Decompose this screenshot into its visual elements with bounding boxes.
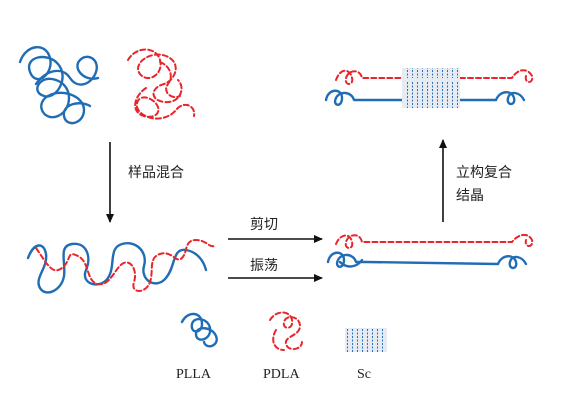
- shear-label: 剪切: [250, 217, 278, 233]
- stereocomplex-label-line1: 立构复合: [456, 164, 512, 181]
- sc-crystal: [402, 68, 460, 108]
- mixed-chains: [26, 239, 215, 294]
- crystallized-chains: [324, 69, 534, 106]
- legend-plla-icon: [180, 312, 218, 348]
- legend-pdla-icon: [269, 311, 303, 351]
- legend-pdla-label: PDLA: [263, 367, 300, 382]
- legend-sc-icon: [345, 328, 387, 352]
- plla-coil-initial: [18, 46, 100, 125]
- oriented-chains: [326, 234, 534, 270]
- mix-label: 样品混合: [128, 165, 184, 181]
- legend-plla-label: PLLA: [176, 367, 212, 382]
- pdla-coil-initial: [127, 48, 196, 120]
- oscillation-label: 振荡: [250, 258, 278, 274]
- stereocomplex-label-line2: 结晶: [456, 188, 484, 204]
- legend-sc-label: Sc: [357, 367, 371, 382]
